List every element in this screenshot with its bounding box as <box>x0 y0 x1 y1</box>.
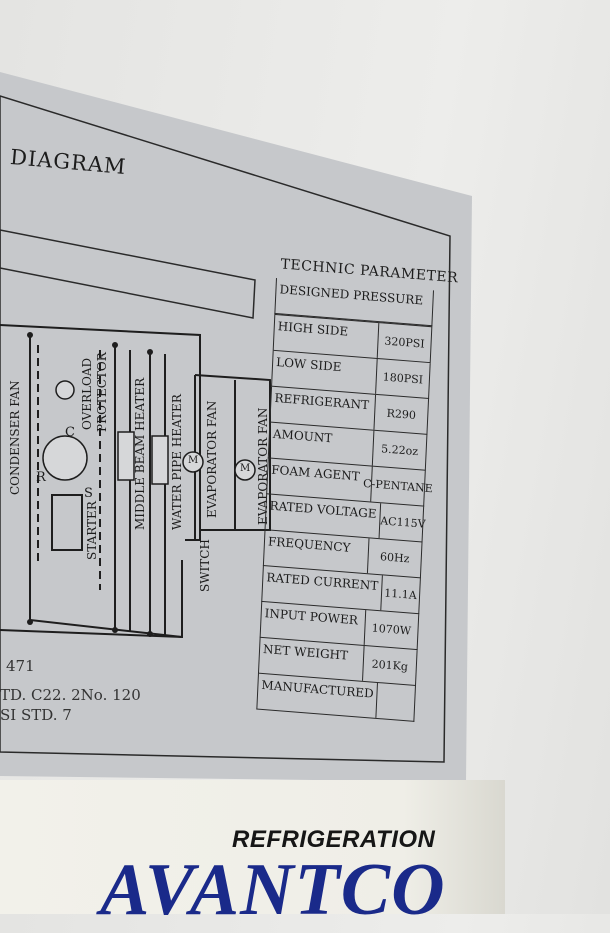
diagram-title-box <box>0 229 256 319</box>
motor-m-label: M <box>188 455 199 466</box>
technic-parameter-table: TECHNIC PARAMETER DESIGNED PRESSURE HIGH… <box>256 256 458 722</box>
footer-line-3: SI STD. 7 <box>0 706 72 724</box>
label-border <box>0 95 451 763</box>
motor-symbol <box>234 459 256 481</box>
footer-line-1: 471 <box>6 657 35 675</box>
overload-protector-label: OVERLOAD <box>80 357 94 430</box>
switch-label: SWITCH <box>198 539 212 592</box>
brand-sticker <box>0 780 505 914</box>
parameter-value: 1070W <box>363 610 419 650</box>
parameter-value: 60Hz <box>366 538 422 578</box>
parameter-value: 5.22oz <box>371 430 427 470</box>
motor-symbol <box>182 451 204 473</box>
terminal-s-label: S <box>84 486 93 501</box>
parameter-value: C-PENTANE <box>363 466 433 506</box>
brand-tagline: REFRIGERATION <box>232 826 436 853</box>
condenser-fan-label: CONDENSER FAN <box>8 380 22 495</box>
brand-logo: AVANTCO <box>100 849 446 931</box>
footer-line-2: TD. C22. 2No. 120 <box>0 686 141 704</box>
parameter-value: 180PSI <box>375 358 430 398</box>
wiring-diagram-label <box>0 72 472 782</box>
parameter-value: 320PSI <box>376 323 432 363</box>
terminal-c-label: C <box>65 425 75 440</box>
parameter-value: 201Kg <box>362 645 417 685</box>
parameter-value: AC115V <box>378 503 427 542</box>
motor-m-label-2: M <box>240 463 251 474</box>
water-pipe-heater-label: WATER PIPE HEATER <box>170 394 184 530</box>
starter-label: STARTER <box>85 501 99 560</box>
evaporator-fan-label: EVAPORATOR FAN <box>205 400 219 518</box>
parameter-value <box>375 682 415 721</box>
terminal-r-label: R <box>36 470 46 485</box>
parameter-value: 11.1A <box>380 575 420 614</box>
overload-protector-label-2: PROTECTOR <box>95 352 109 432</box>
parameter-value: R290 <box>373 394 429 434</box>
middle-beam-heater-label: MIDDLE BEAM HEATER <box>133 377 147 530</box>
compressor-symbol <box>42 435 88 481</box>
